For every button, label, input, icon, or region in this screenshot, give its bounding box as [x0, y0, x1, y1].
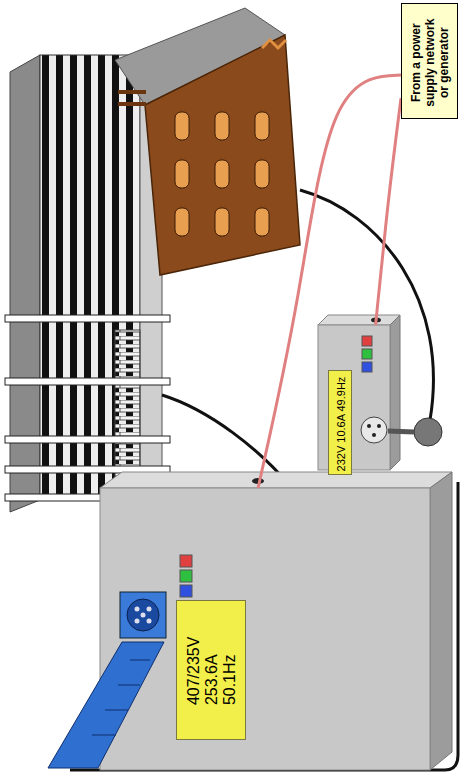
house-window — [255, 208, 269, 236]
power-cable — [376, 98, 401, 325]
meter-unit-box: 232V 10.6A 49.9Hz — [318, 325, 390, 470]
plug-ridge — [118, 685, 140, 686]
plug-ridge — [105, 710, 128, 711]
house-window — [255, 160, 269, 188]
plug — [48, 642, 164, 768]
socket-face — [127, 599, 159, 631]
plug-ridge — [92, 735, 116, 736]
source-label: From a power supply network or generator — [410, 12, 451, 112]
supply-label: From a power supply network or generator — [401, 3, 458, 119]
indicator-light — [362, 336, 372, 346]
outlet-hole — [377, 424, 381, 428]
plug-stem — [388, 431, 414, 432]
rail-track — [40, 55, 140, 500]
sleeper — [5, 315, 170, 322]
house-window — [175, 208, 189, 236]
indicator-light — [180, 585, 192, 597]
housing-side — [430, 472, 452, 770]
plug-ball — [414, 418, 442, 446]
house-window — [255, 112, 269, 140]
power-unit-box: 407/235V 253.6A 50.1Hz — [100, 488, 430, 770]
indicator-light — [180, 570, 192, 582]
power-unit — [48, 472, 452, 770]
sleeper — [5, 436, 170, 443]
housing-front — [100, 488, 430, 770]
sleeper — [5, 378, 170, 385]
indicator-light — [362, 349, 372, 359]
display-panel: 407/235V 253.6A 50.1Hz — [176, 600, 246, 740]
house-window — [215, 112, 229, 140]
socket-pin — [147, 619, 152, 624]
indicator-light — [362, 362, 372, 372]
house-beam — [118, 102, 146, 106]
socket — [120, 592, 166, 638]
house-window — [215, 208, 229, 236]
housing-top — [318, 315, 400, 325]
house-window — [215, 160, 229, 188]
housing-top — [100, 472, 452, 488]
outlet-hole — [372, 433, 376, 437]
indicator-light — [180, 555, 192, 567]
socket-pin — [135, 619, 140, 624]
housing-side — [390, 315, 400, 470]
meter-unit — [318, 315, 442, 470]
display-reading: 232V 10.6A 49.9Hz — [335, 376, 347, 471]
house — [115, 8, 300, 275]
railway — [5, 55, 170, 512]
house-window — [175, 112, 189, 140]
outlet-hole — [367, 424, 371, 428]
cable — [70, 482, 458, 770]
plug-ridge — [130, 660, 150, 661]
house-steps — [262, 40, 286, 48]
outlet — [361, 417, 387, 443]
display-reading: 407/235V 253.6A 50.1Hz — [185, 637, 239, 706]
display-panel: 232V 10.6A 49.9Hz — [328, 370, 352, 475]
socket-pin — [141, 613, 146, 618]
house-beam — [118, 90, 146, 94]
socket-pin — [135, 607, 140, 612]
house-window — [175, 160, 189, 188]
house-facade — [145, 35, 300, 275]
power-cable — [258, 75, 401, 488]
socket-pin — [147, 607, 152, 612]
